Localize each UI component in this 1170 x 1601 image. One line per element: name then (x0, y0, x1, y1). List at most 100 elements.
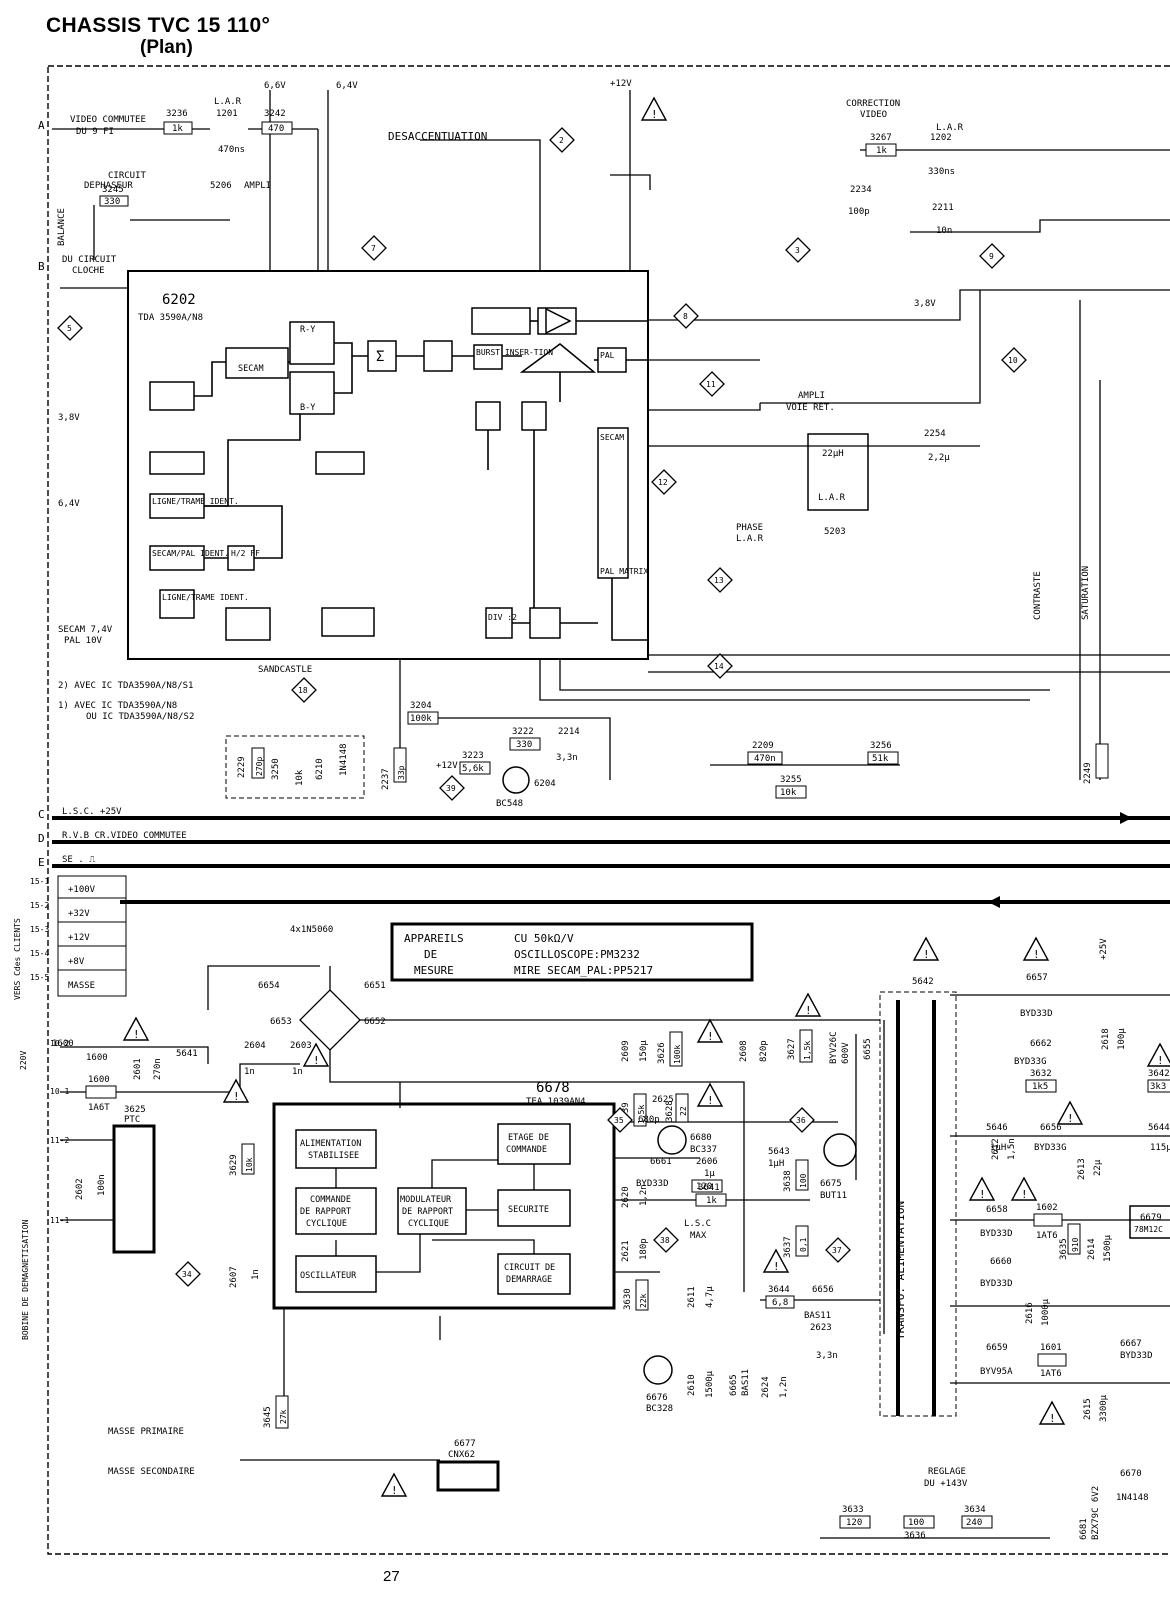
svg-text:3642: 3642 (1148, 1069, 1170, 1079)
resistor-3204 (407, 711, 439, 725)
svg-text:11-1: 11-1 (50, 1216, 69, 1225)
resistor-3637 (795, 1225, 809, 1257)
block-label: SECAM (238, 364, 264, 374)
svg-text:6667: 6667 (1120, 1339, 1142, 1349)
svg-text:2611: 2611 (687, 1286, 697, 1308)
warning-icon (912, 936, 940, 961)
svg-text:22µH: 22µH (822, 449, 844, 459)
svg-text:10k: 10k (780, 788, 797, 798)
svg-text:DEMARRAGE: DEMARRAGE (506, 1275, 552, 1285)
svg-text:5: 5 (67, 324, 72, 333)
svg-text:3,3n: 3,3n (816, 1351, 838, 1361)
svg-text:1601: 1601 (1040, 1343, 1062, 1353)
svg-text:13: 13 (714, 576, 724, 585)
svg-text:PAL 10V: PAL 10V (64, 636, 103, 646)
svg-text:8: 8 (683, 312, 688, 321)
svg-text:39: 39 (446, 784, 456, 793)
marker: 8 (673, 303, 699, 329)
svg-text:BAS11: BAS11 (741, 1369, 751, 1396)
svg-text:3637: 3637 (783, 1236, 793, 1258)
svg-text:100: 100 (908, 1518, 924, 1528)
svg-text:2209: 2209 (752, 741, 774, 751)
svg-text:MAX: MAX (690, 1231, 707, 1241)
block-pal-switch (519, 343, 597, 373)
block-switch-a (475, 401, 501, 431)
svg-text:BC328: BC328 (646, 1404, 673, 1414)
resistor-3630 (635, 1279, 649, 1311)
svg-text:1AT6: 1AT6 (1036, 1231, 1058, 1241)
sheet-frame (47, 65, 1170, 1555)
svg-text:2249: 2249 (1083, 762, 1093, 784)
svg-text:38: 38 (660, 1236, 670, 1245)
svg-text:CIRCUIT DE: CIRCUIT DE (504, 1263, 555, 1273)
label-balance: BALANCE (57, 208, 67, 246)
svg-text:ALIMENTATION: ALIMENTATION (300, 1139, 361, 1149)
svg-text:5643: 5643 (768, 1147, 790, 1157)
svg-text:DESACCENTUATION: DESACCENTUATION (388, 130, 487, 143)
svg-text:6657: 6657 (1026, 973, 1048, 983)
svg-text:910: 910 (1071, 1237, 1080, 1252)
label-contraste: CONTRASTE (1033, 571, 1043, 620)
block-sandcastle (225, 607, 271, 641)
svg-text:470: 470 (268, 124, 284, 134)
svg-text:DEPHASEUR: DEPHASEUR (84, 181, 133, 191)
svg-text:15-4: 15-4 (30, 949, 49, 958)
warning-icon (122, 1016, 150, 1041)
svg-text:+32V: +32V (68, 909, 90, 919)
block-burst (473, 344, 503, 370)
svg-text:1,5n: 1,5n (1007, 1138, 1017, 1160)
svg-text:100: 100 (799, 1173, 808, 1188)
svg-text:470ns: 470ns (218, 145, 245, 155)
svg-text:270n: 270n (153, 1058, 163, 1080)
svg-text:OSCILLATEUR: OSCILLATEUR (300, 1271, 357, 1281)
svg-text:6656: 6656 (812, 1285, 834, 1295)
svg-text:!: ! (651, 108, 658, 121)
marker: 35 (607, 1107, 633, 1133)
resistor-3640 (691, 1179, 723, 1193)
svg-text:34: 34 (182, 1270, 192, 1279)
resistor-3211 (393, 747, 407, 783)
resistor-3627 (799, 1029, 813, 1063)
svg-text:6678: 6678 (536, 1080, 570, 1096)
svg-text:MESURE: MESURE (414, 964, 454, 977)
warning-icon (302, 1042, 330, 1067)
marker: 34 (175, 1261, 201, 1287)
svg-text:MIRE SECAM_PAL:PP5217: MIRE SECAM_PAL:PP5217 (514, 964, 653, 977)
svg-text:6204: 6204 (534, 779, 556, 789)
svg-text:1,5k: 1,5k (637, 1105, 646, 1124)
svg-text:!: ! (979, 1188, 986, 1201)
svg-text:+8V: +8V (68, 957, 85, 967)
svg-text:!: ! (1157, 1054, 1164, 1067)
svg-text:DE RAPPORT: DE RAPPORT (402, 1207, 453, 1217)
svg-text:2211: 2211 (932, 203, 954, 213)
svg-text:1600: 1600 (86, 1053, 108, 1063)
row-letter: B (38, 260, 45, 273)
resistor-3642 (1147, 1079, 1170, 1093)
svg-text:L.S.C: L.S.C (684, 1219, 711, 1229)
svg-text:BYV26C: BYV26C (829, 1031, 839, 1064)
svg-text:1,2n: 1,2n (639, 1184, 649, 1206)
svg-text:330ns: 330ns (928, 167, 955, 177)
svg-text:1,5k: 1,5k (803, 1041, 812, 1060)
marker: 3 (785, 237, 811, 263)
svg-text:330: 330 (516, 740, 532, 750)
left-voltages: DU CIRCUIT CLOCHE 3,8V 6,4V SECAM 7,4V P… (58, 255, 936, 675)
svg-text:SANDCASTLE: SANDCASTLE (258, 665, 312, 675)
resistor-3638 (795, 1159, 809, 1191)
svg-text:6660: 6660 (990, 1257, 1012, 1267)
power-transformer: 5642 TRANSFO. ALIMENTATION (879, 977, 957, 1417)
phase-shifter-network: CIRCUIT DEPHASEUR 3245 330 5206 AMPLI (84, 171, 271, 207)
svg-text:L.A.R: L.A.R (736, 534, 764, 544)
svg-text:VOIE RET.: VOIE RET. (786, 403, 835, 413)
svg-text:1000µ: 1000µ (1041, 1298, 1051, 1326)
svg-text:BYD33D: BYD33D (980, 1229, 1013, 1239)
svg-text:3,8V: 3,8V (914, 299, 936, 309)
resistor-3635 (1067, 1223, 1081, 1255)
svg-text:3256: 3256 (870, 741, 892, 751)
svg-text:3627: 3627 (787, 1038, 797, 1060)
svg-text:3635: 3635 (1059, 1238, 1069, 1260)
resistor-row-a: 3236 1k L.A.R 1201 470ns 3242 470 VIDEO … (70, 97, 293, 155)
resistor-3222 (509, 737, 541, 751)
block-label: LIGNE/TRAME IDENT. (162, 593, 249, 602)
block-deemph (423, 340, 453, 372)
